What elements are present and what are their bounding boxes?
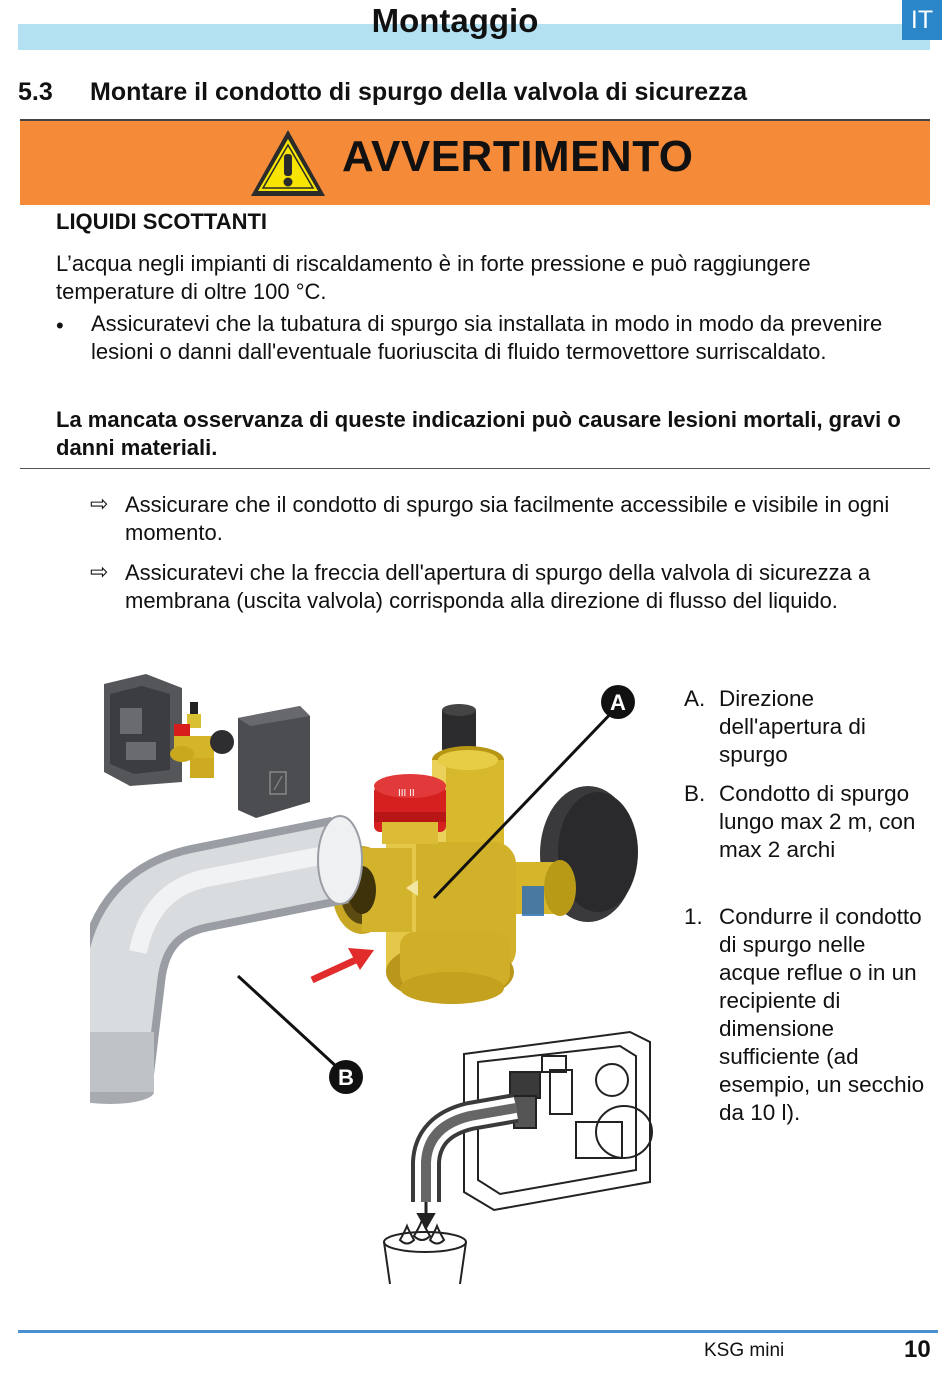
arrow-right-icon: ⇨ <box>90 559 109 584</box>
warning-description: L’acqua negli impianti di riscaldamento … <box>56 251 811 304</box>
section-number: 5.3 <box>18 78 53 106</box>
page-number: 10 <box>904 1336 931 1363</box>
legend-marker: A. <box>684 686 706 711</box>
page-title: Montaggio <box>371 2 539 39</box>
instruction-item: Assicuratevi che la freccia dell'apertur… <box>125 560 871 613</box>
svg-text:III II: III II <box>398 788 415 799</box>
warning-signal-word: AVVERTIMENTO <box>342 132 694 181</box>
callout-b-label: B <box>338 1065 354 1090</box>
warning-top-rule <box>20 119 930 121</box>
instruction-item: Assicurare che il condotto di spurgo sia… <box>125 492 890 545</box>
arrow-right-icon: ⇨ <box>90 491 109 516</box>
bullet-marker: • <box>56 313 64 338</box>
footer-document-name: KSG mini <box>704 1340 785 1361</box>
legend-text: Direzione dell'apertura di spurgo <box>719 686 866 767</box>
legend-marker: B. <box>684 781 706 806</box>
warning-consequence: La mancata osservanza di queste indicazi… <box>56 407 901 460</box>
legend-marker: 1. <box>684 904 703 929</box>
legend-text: Condurre il condotto di spurgo nelle acq… <box>719 904 925 1125</box>
installation-schematic <box>383 1030 653 1285</box>
warning-measure: Assicuratevi che la tubatura di spurgo s… <box>91 311 883 364</box>
callout-b: B <box>329 1060 363 1094</box>
warning-bottom-rule <box>20 468 930 469</box>
language-badge: IT <box>902 0 942 40</box>
warning-triangle-icon <box>251 130 325 196</box>
footer-rule <box>18 1330 938 1333</box>
callout-a-label: A <box>610 690 626 715</box>
drain-pipe <box>90 815 363 1104</box>
callout-a: A <box>601 685 635 719</box>
header-bar <box>18 24 930 50</box>
warning-hazard: LIQUIDI SCOTTANTI <box>56 209 268 234</box>
safety-valve: III II <box>332 704 638 1004</box>
section-title: Montare il condotto di spurgo della valv… <box>90 78 748 106</box>
valve-thumbnail <box>170 702 234 778</box>
flow-direction-arrow <box>310 948 374 984</box>
warning-banner <box>20 121 930 205</box>
insulation-shell-thumbnail <box>104 674 310 818</box>
legend-text: Condotto di spurgo lungo max 2 m, con ma… <box>719 781 916 862</box>
valve-illustration: III II A B <box>90 674 653 1285</box>
